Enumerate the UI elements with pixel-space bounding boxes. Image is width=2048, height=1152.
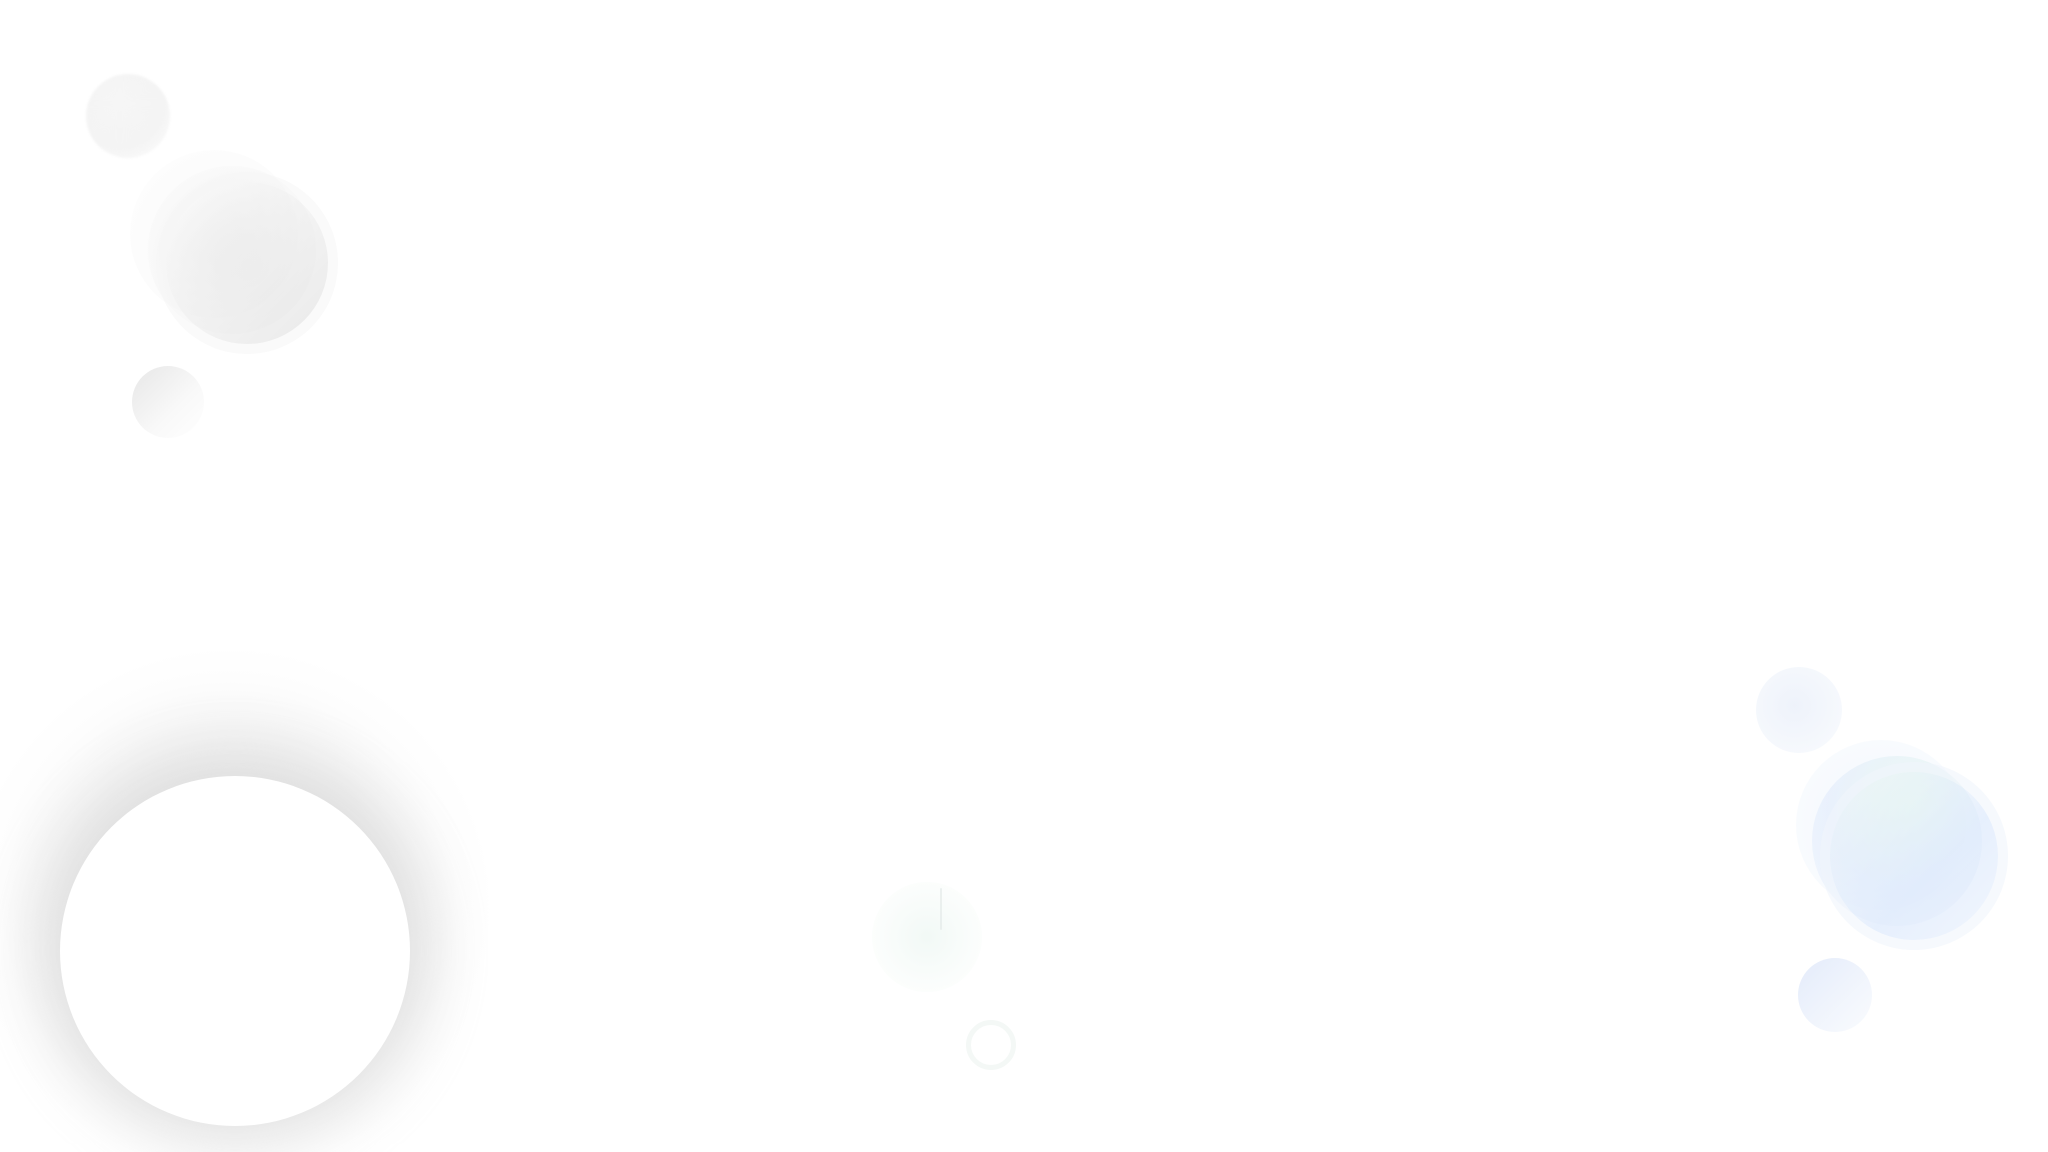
- blue-bubble-core-icon: [1830, 772, 1998, 940]
- faint-ring-icon: [966, 1020, 1016, 1070]
- faint-green-circle-icon: [872, 882, 982, 992]
- small-grey-bubble-icon: [86, 74, 170, 158]
- white-disk-icon: [60, 776, 410, 1126]
- faint-line-icon: [940, 888, 942, 930]
- small-blue-bubble-icon: [1756, 667, 1842, 753]
- small-grey-bubble-icon: [132, 366, 204, 438]
- grey-bubble-core-icon: [166, 182, 328, 344]
- small-blue-bubble-icon: [1798, 958, 1872, 1032]
